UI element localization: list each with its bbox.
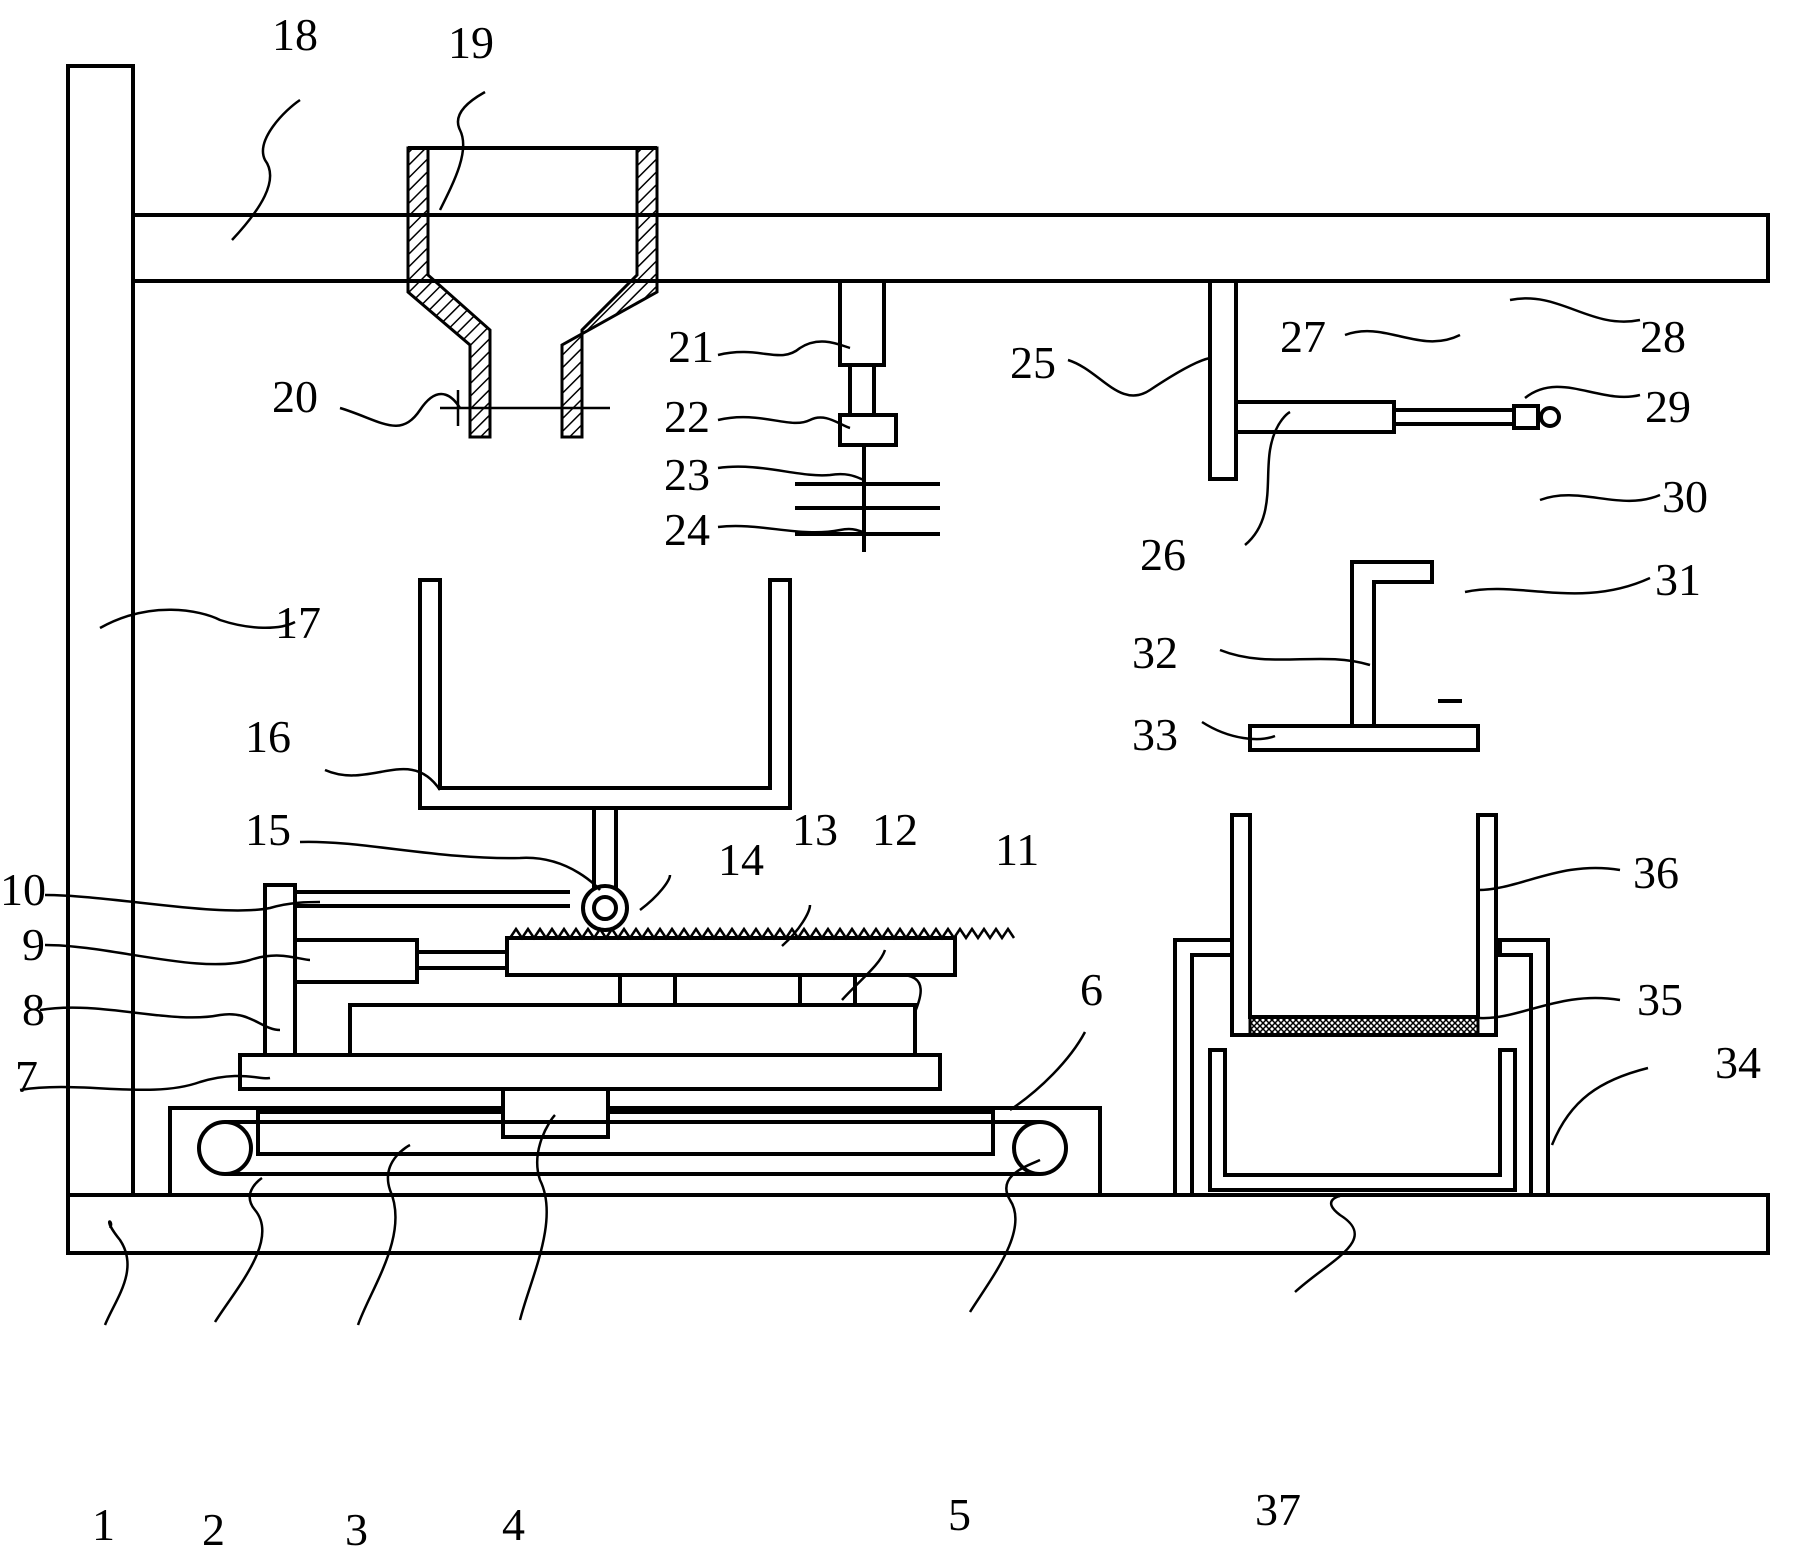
label-15: 15 xyxy=(245,804,291,855)
label-27: 27 xyxy=(1280,311,1326,362)
coupling xyxy=(838,413,898,447)
label-11: 11 xyxy=(995,824,1039,875)
filter-screen xyxy=(1248,1015,1480,1037)
collecting-box xyxy=(1208,1048,1517,1192)
rack-teeth xyxy=(508,926,1016,941)
hanger-plate xyxy=(1208,279,1238,481)
label-18: 18 xyxy=(272,9,318,60)
label-13: 13 xyxy=(792,804,838,855)
rack xyxy=(505,936,957,977)
label-37: 37 xyxy=(1255,1484,1301,1535)
label-35: 35 xyxy=(1637,974,1683,1025)
hopper-valve xyxy=(440,390,610,426)
left-pulley xyxy=(197,1120,253,1176)
label-20: 20 xyxy=(272,371,318,422)
leader-lines xyxy=(19,90,1661,1326)
label-5: 5 xyxy=(948,1489,971,1540)
label-1: 1 xyxy=(92,1499,115,1549)
top-beam xyxy=(131,213,1770,283)
guide-bar xyxy=(256,1110,995,1156)
air-cylinder xyxy=(1234,400,1396,434)
reference-numerals: 1 2 3 4 5 6 7 8 9 10 11 12 13 14 15 16 1… xyxy=(0,9,1761,1549)
label-25: 25 xyxy=(1010,337,1056,388)
label-3: 3 xyxy=(345,1504,368,1549)
l-bracket xyxy=(1350,560,1434,728)
label-14: 14 xyxy=(718,834,764,885)
moving-plate xyxy=(238,1053,942,1091)
label-29: 29 xyxy=(1645,381,1691,432)
label-33: 33 xyxy=(1132,709,1178,760)
base-plate xyxy=(66,1193,1770,1255)
rod-joint xyxy=(1512,404,1540,430)
label-10: 10 xyxy=(0,864,46,915)
label-23: 23 xyxy=(664,449,710,500)
label-22: 22 xyxy=(664,391,710,442)
stirring-motor xyxy=(838,279,886,367)
rod-eye xyxy=(1539,406,1561,428)
label-36: 36 xyxy=(1633,847,1679,898)
tank-right-wall xyxy=(1498,938,1550,1197)
label-2: 2 xyxy=(202,1504,225,1549)
label-21: 21 xyxy=(668,321,714,372)
label-7: 7 xyxy=(15,1051,38,1102)
label-28: 28 xyxy=(1640,311,1686,362)
vertical-column xyxy=(66,64,135,1197)
label-26: 26 xyxy=(1140,529,1186,580)
filter-basket xyxy=(1230,813,1498,1037)
label-19: 19 xyxy=(448,17,494,68)
cylinder-rod xyxy=(1392,408,1516,426)
push-cylinder xyxy=(293,938,419,984)
belt-slider xyxy=(501,1087,610,1139)
label-30: 30 xyxy=(1662,471,1708,522)
stirring-blades xyxy=(795,482,940,536)
label-32: 32 xyxy=(1132,627,1178,678)
label-24: 24 xyxy=(664,504,710,555)
label-34: 34 xyxy=(1715,1037,1761,1088)
label-4: 4 xyxy=(502,1499,525,1549)
label-16: 16 xyxy=(245,711,291,762)
label-31: 31 xyxy=(1655,554,1701,605)
motor-shaft xyxy=(848,363,876,417)
push-rod xyxy=(415,950,509,970)
upper-container xyxy=(418,578,792,810)
slide-rail xyxy=(348,1003,917,1057)
label-6: 6 xyxy=(1080,964,1103,1015)
gear-hub xyxy=(592,895,618,921)
label-8: 8 xyxy=(22,984,45,1035)
label-17: 17 xyxy=(275,597,321,648)
bracket-base xyxy=(1248,724,1480,752)
right-pulley xyxy=(1012,1120,1068,1176)
label-9: 9 xyxy=(22,919,45,970)
label-12: 12 xyxy=(872,804,918,855)
